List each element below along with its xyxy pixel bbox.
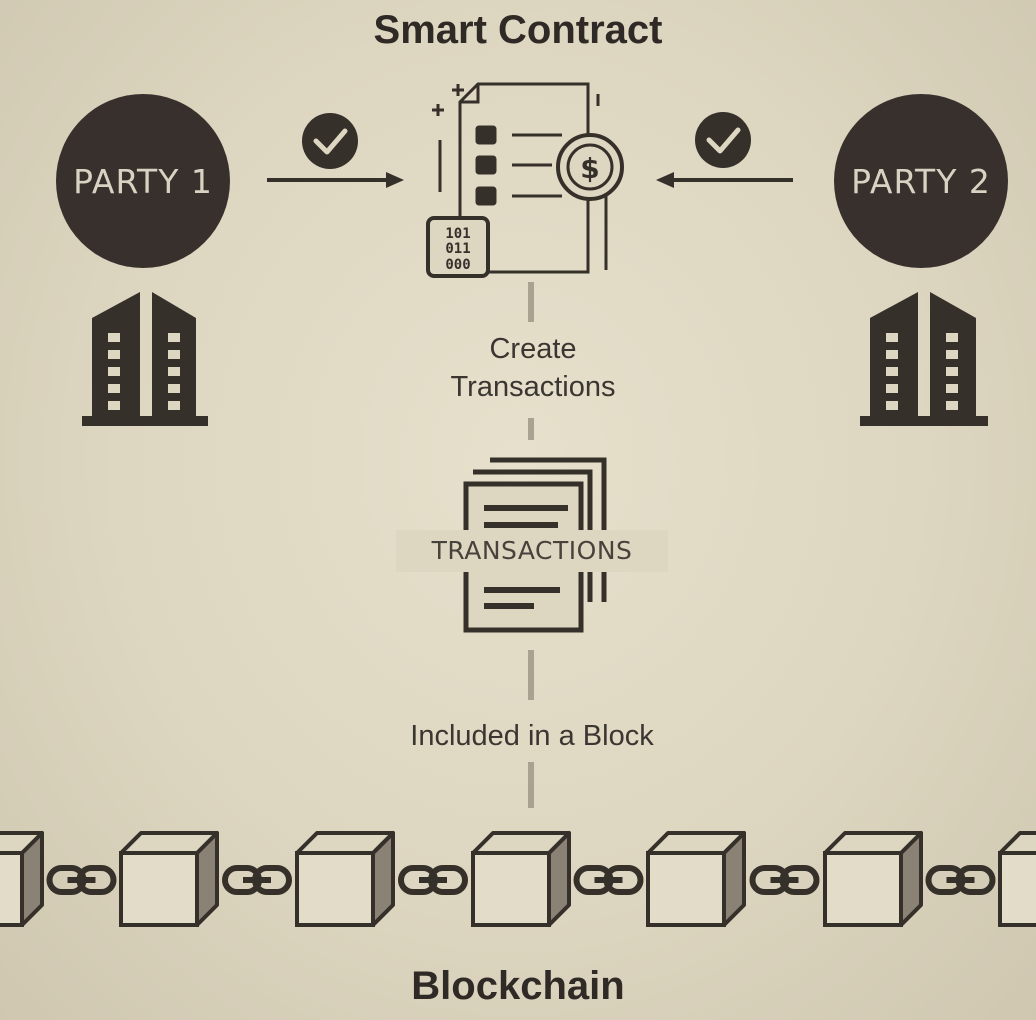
binary-code-icon: 101 011 000 (426, 216, 490, 278)
building-icon (82, 292, 208, 426)
transactions-label: TRANSACTIONS (431, 536, 633, 565)
chain-link-icon (46, 865, 117, 895)
arrow-party1-to-contract (267, 172, 404, 188)
cube-block-icon (823, 831, 923, 927)
chain-link-icon (222, 865, 292, 895)
create-transactions-label: Create Transactions (450, 333, 616, 403)
check-circle-icon (695, 112, 751, 168)
chain-link-icon (749, 865, 820, 895)
chain-link-icon (398, 865, 468, 895)
cube-block-icon (471, 831, 571, 927)
svg-text:011: 011 (445, 241, 470, 257)
svg-text:$: $ (580, 152, 599, 185)
smart-contract-title: Smart Contract (373, 8, 663, 52)
included-in-block-label: Included in a Block (410, 720, 654, 752)
party-1-circle (56, 94, 230, 268)
cube-block-icon (646, 831, 746, 927)
party-1-label: PARTY 1 (73, 162, 213, 201)
dollar-coin-icon: $ (556, 133, 624, 201)
svg-text:101: 101 (445, 226, 470, 242)
cube-block-icon (119, 831, 219, 927)
chain-link-icon (925, 865, 996, 895)
party-2-circle (834, 94, 1008, 268)
cube-block-icon (295, 831, 395, 927)
cube-block-icon (998, 831, 1036, 927)
transactions-label-band (396, 530, 668, 572)
blockchain-title: Blockchain (411, 964, 625, 1008)
check-circle-icon (302, 113, 358, 169)
chain-link-icon (573, 865, 644, 895)
cube-block-icon (0, 831, 44, 927)
arrow-party2-to-contract (656, 172, 793, 188)
svg-text:000: 000 (445, 257, 470, 273)
party-2-label: PARTY 2 (851, 162, 991, 201)
building-icon (860, 292, 988, 426)
blockchain-chain (0, 831, 1036, 927)
